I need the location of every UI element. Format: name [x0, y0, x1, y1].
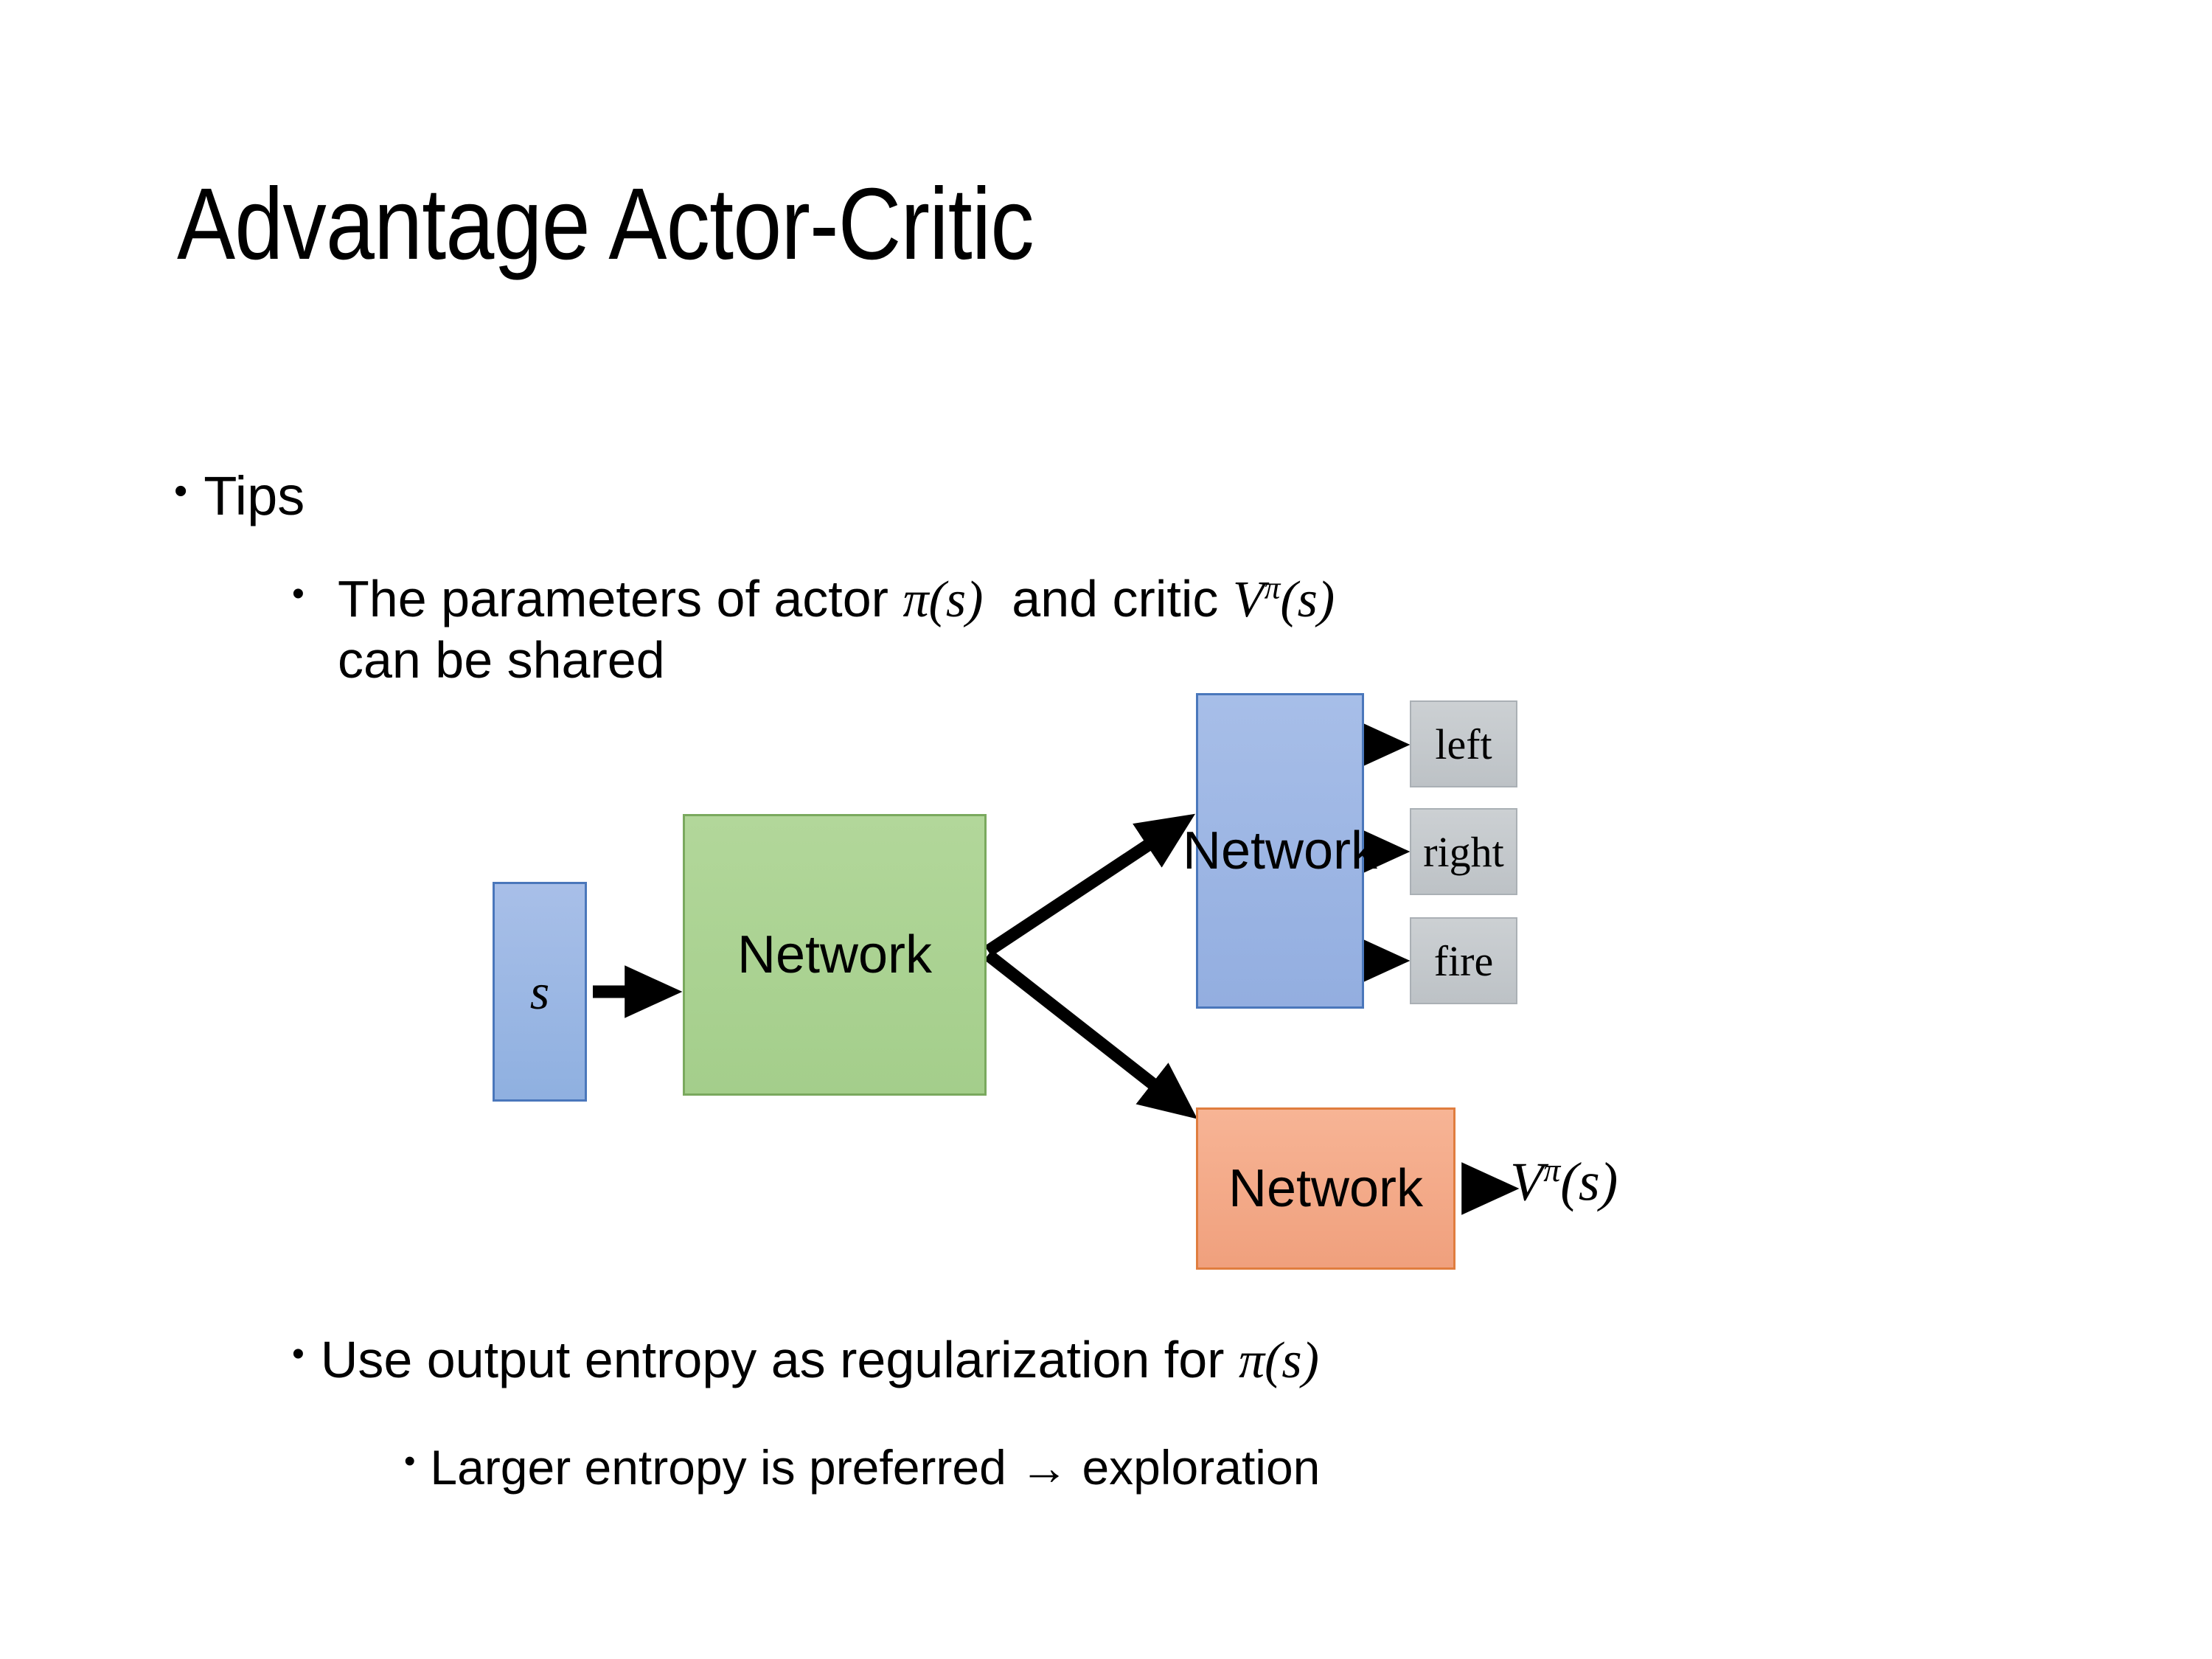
- diagram-node-state: s: [493, 882, 587, 1102]
- action-output-fire: fire: [1410, 917, 1517, 1004]
- action-output-label: left: [1435, 720, 1492, 768]
- bullet-marker-icon: •: [292, 574, 305, 613]
- bullet-text-segment: Use output entropy as regularization for: [320, 1331, 1239, 1388]
- action-output-left: left: [1410, 700, 1517, 787]
- math-base: π: [1238, 1332, 1265, 1389]
- bullet-marker-icon: •: [292, 1335, 305, 1374]
- bullet-shared-parameters-text: The parameters of actor π(s) and critic …: [338, 569, 1767, 689]
- bullet-entropy-regularization: • Use output entropy as regularization f…: [292, 1330, 1319, 1391]
- math-base: V: [1510, 1152, 1544, 1213]
- math-arg: (s): [1560, 1152, 1618, 1213]
- state-label: s: [529, 963, 550, 1020]
- diagram-node-critic-network: Network: [1196, 1107, 1455, 1270]
- critic-output-value: Vπ(s): [1510, 1150, 1618, 1214]
- page-title: Advantage Actor-Critic: [177, 167, 1034, 281]
- math-arg: (s): [928, 571, 984, 628]
- math-base: V: [1232, 571, 1265, 628]
- bullet-tips: • Tips: [174, 465, 305, 527]
- bullet-text-segment: can be shared: [338, 630, 665, 689]
- bullet-tips-label: Tips: [204, 465, 305, 526]
- diagram-node-shared-network: Network: [683, 814, 987, 1096]
- math-arg: (s): [1265, 1332, 1319, 1389]
- bullet-shared-parameters: • The parameters of actor π(s) and criti…: [292, 569, 1767, 689]
- bullet-marker-icon: •: [174, 470, 188, 512]
- diagram-node-actor-network: Network: [1183, 693, 1377, 1009]
- bullet-text-segment: and critic: [983, 570, 1233, 627]
- action-output-label: fire: [1433, 936, 1494, 985]
- math-pi-of-s: π(s): [1239, 1332, 1319, 1389]
- math-pi-of-s: π(s): [902, 571, 983, 628]
- bullet-marker-icon: •: [404, 1443, 416, 1479]
- bullet-text-segment: The parameters of actor: [338, 570, 903, 627]
- shared-network-label: Network: [737, 925, 933, 984]
- math-arg: (s): [1280, 571, 1335, 628]
- math-base: π: [902, 571, 929, 628]
- action-output-right: right: [1410, 808, 1517, 895]
- bullet-entropy-text: Use output entropy as regularization for…: [321, 1330, 1319, 1391]
- math-v-pi-of-s: Vπ(s): [1233, 571, 1335, 628]
- math-superscript: π: [1543, 1151, 1561, 1189]
- actor-network-label: Network: [1182, 821, 1378, 880]
- math-superscript: π: [1264, 570, 1281, 606]
- bullet-larger-entropy-label: Larger entropy is preferred → exploratio…: [430, 1440, 1321, 1495]
- action-output-label: right: [1423, 827, 1504, 876]
- critic-network-label: Network: [1228, 1159, 1424, 1218]
- bullet-larger-entropy: • Larger entropy is preferred → explorat…: [404, 1439, 1320, 1495]
